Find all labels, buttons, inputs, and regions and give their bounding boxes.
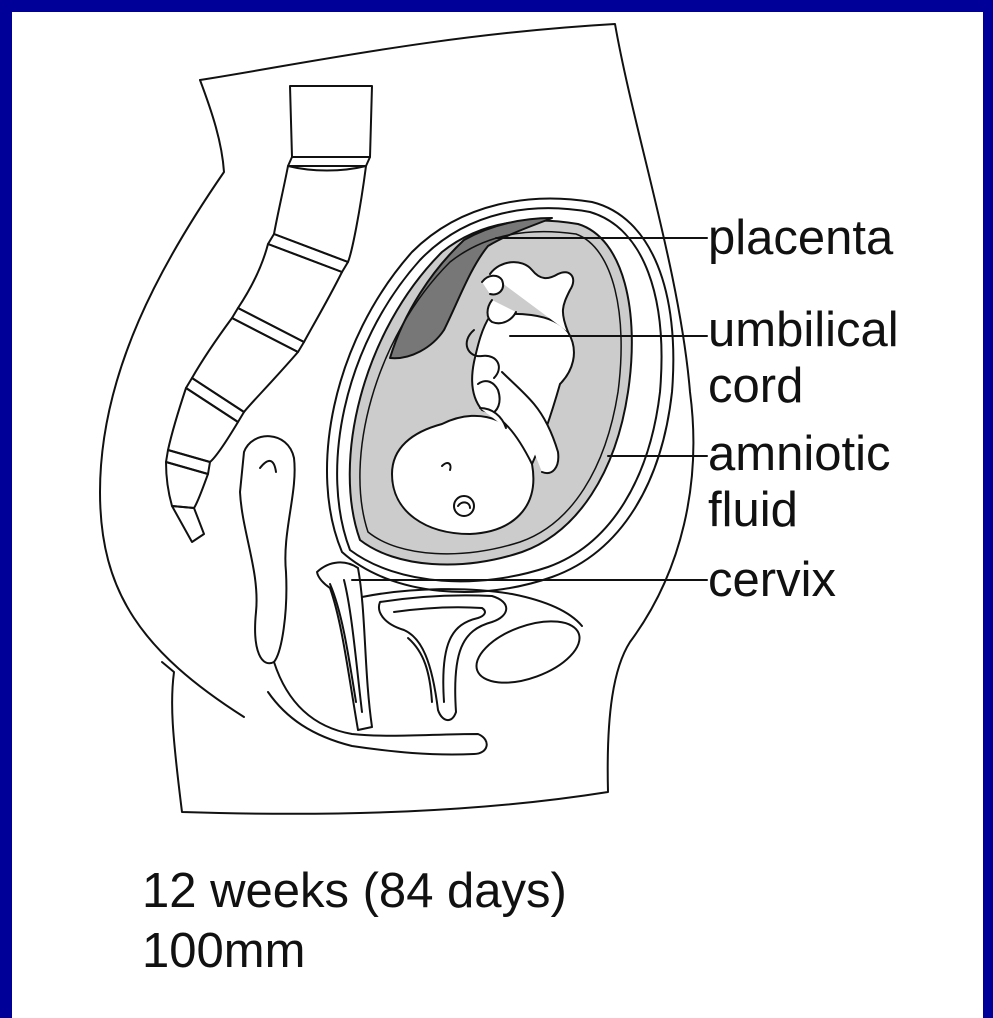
rectum — [240, 436, 295, 663]
placenta-label: placenta — [708, 210, 893, 266]
bladder — [379, 595, 506, 720]
diagram-panel: placenta umbilical cord amniotic fluid c… — [12, 12, 983, 1018]
umbilical-label: umbilical — [708, 302, 899, 358]
pubic-bone — [468, 609, 587, 695]
spine — [166, 86, 372, 542]
fluid-label: fluid — [708, 482, 798, 538]
cervix-label: cervix — [708, 552, 836, 608]
amniotic-label: amniotic — [708, 426, 890, 482]
vaginal-canal — [317, 562, 372, 730]
fetus-size-caption: 100mm — [142, 922, 305, 980]
cord-label: cord — [708, 358, 803, 414]
gestation-age-caption: 12 weeks (84 days) — [142, 862, 567, 920]
